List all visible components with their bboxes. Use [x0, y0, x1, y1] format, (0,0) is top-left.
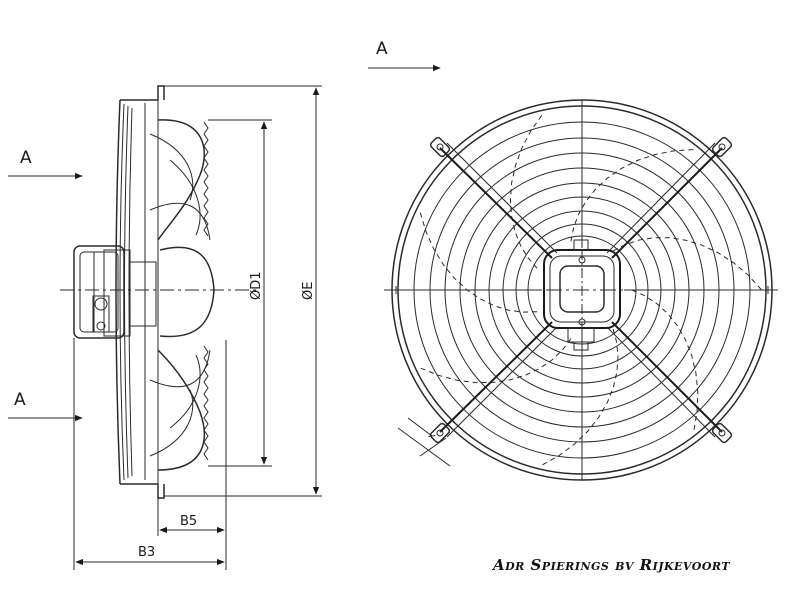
dimension-b3-label: B3: [138, 545, 155, 560]
dimension-e: ØE: [164, 85, 322, 497]
fan-blade: [541, 328, 619, 466]
side-blades: [149, 119, 215, 471]
view-label-top: A: [376, 39, 388, 59]
dimension-b5: B5: [157, 340, 227, 536]
dimension-b3: B3: [73, 338, 227, 570]
fan-blade: [419, 338, 572, 384]
side-view: [60, 85, 260, 499]
view-label-left-upper: A: [20, 148, 32, 168]
fan-blade: [612, 237, 763, 291]
view-arrow-left-upper: A: [8, 148, 83, 180]
dimension-d1: ØD1: [208, 119, 272, 467]
dimension-b5-label: B5: [180, 514, 197, 529]
side-motor: [73, 245, 157, 339]
view-label-left-lower: A: [14, 390, 26, 410]
company-credit: Adr Spierings bv Rijkevoort: [493, 556, 731, 574]
side-guard-frame: [115, 85, 165, 499]
fan-blade: [509, 114, 543, 269]
front-mounting-struts: [429, 136, 733, 444]
view-arrow-left-lower: A: [8, 390, 83, 422]
front-view: [384, 99, 778, 481]
dimension-d1-label: ØD1: [249, 271, 264, 300]
fan-blade: [631, 289, 699, 432]
front-centerline-marks: [395, 286, 769, 294]
view-arrow-top: A: [368, 39, 441, 72]
dimension-e-label: ØE: [301, 282, 316, 300]
fan-blade: [570, 149, 695, 242]
